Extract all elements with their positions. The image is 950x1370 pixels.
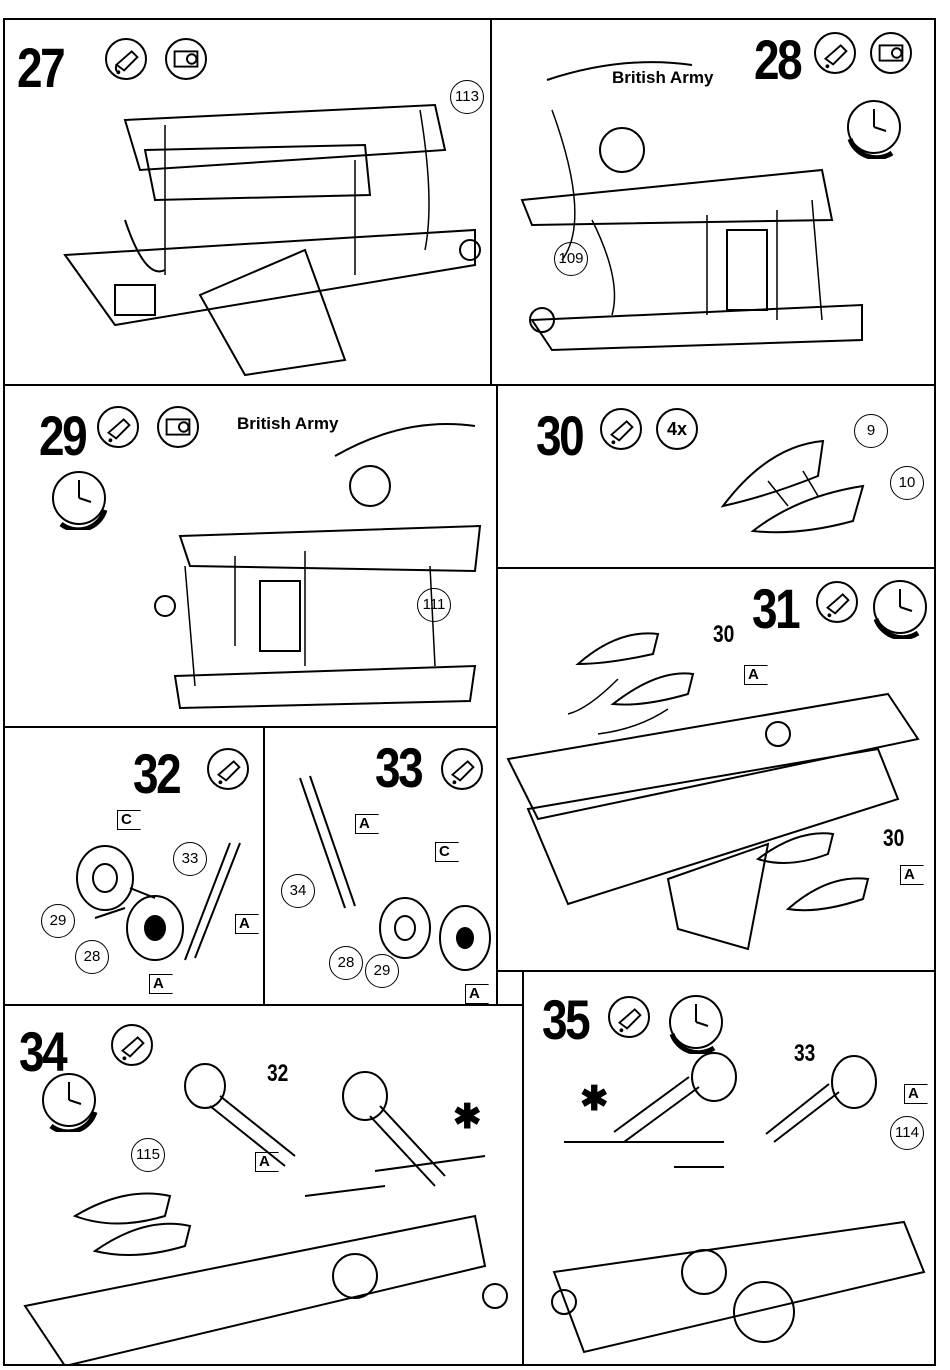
assembly-drawing (265, 728, 498, 1006)
step-34-panel: 34 32 115 A ✱ (3, 1004, 524, 1366)
assembly-drawing (5, 1006, 524, 1366)
assembly-drawing (5, 728, 265, 1006)
step-30-panel: 30 4x 9 10 (496, 384, 936, 569)
step-32-panel: 32 C 33 29 A 28 A (3, 726, 265, 1006)
assembly-drawing (524, 972, 936, 1366)
step-27-panel: 27 113 (3, 18, 492, 386)
step-31-panel: 31 30 A 30 A (496, 567, 936, 972)
assembly-drawing (5, 386, 498, 728)
assembly-drawing (5, 20, 492, 386)
assembly-drawing (498, 569, 936, 972)
step-33-panel: 33 A C 34 28 29 A (263, 726, 498, 1006)
assembly-drawing (492, 20, 936, 386)
assembly-drawing (498, 386, 936, 569)
step-28-panel: 28 British Army 109 (490, 18, 936, 386)
step-29-panel: 29 British Army 111 (3, 384, 498, 728)
step-35-panel: 35 33 A 114 ✱ (522, 970, 936, 1366)
